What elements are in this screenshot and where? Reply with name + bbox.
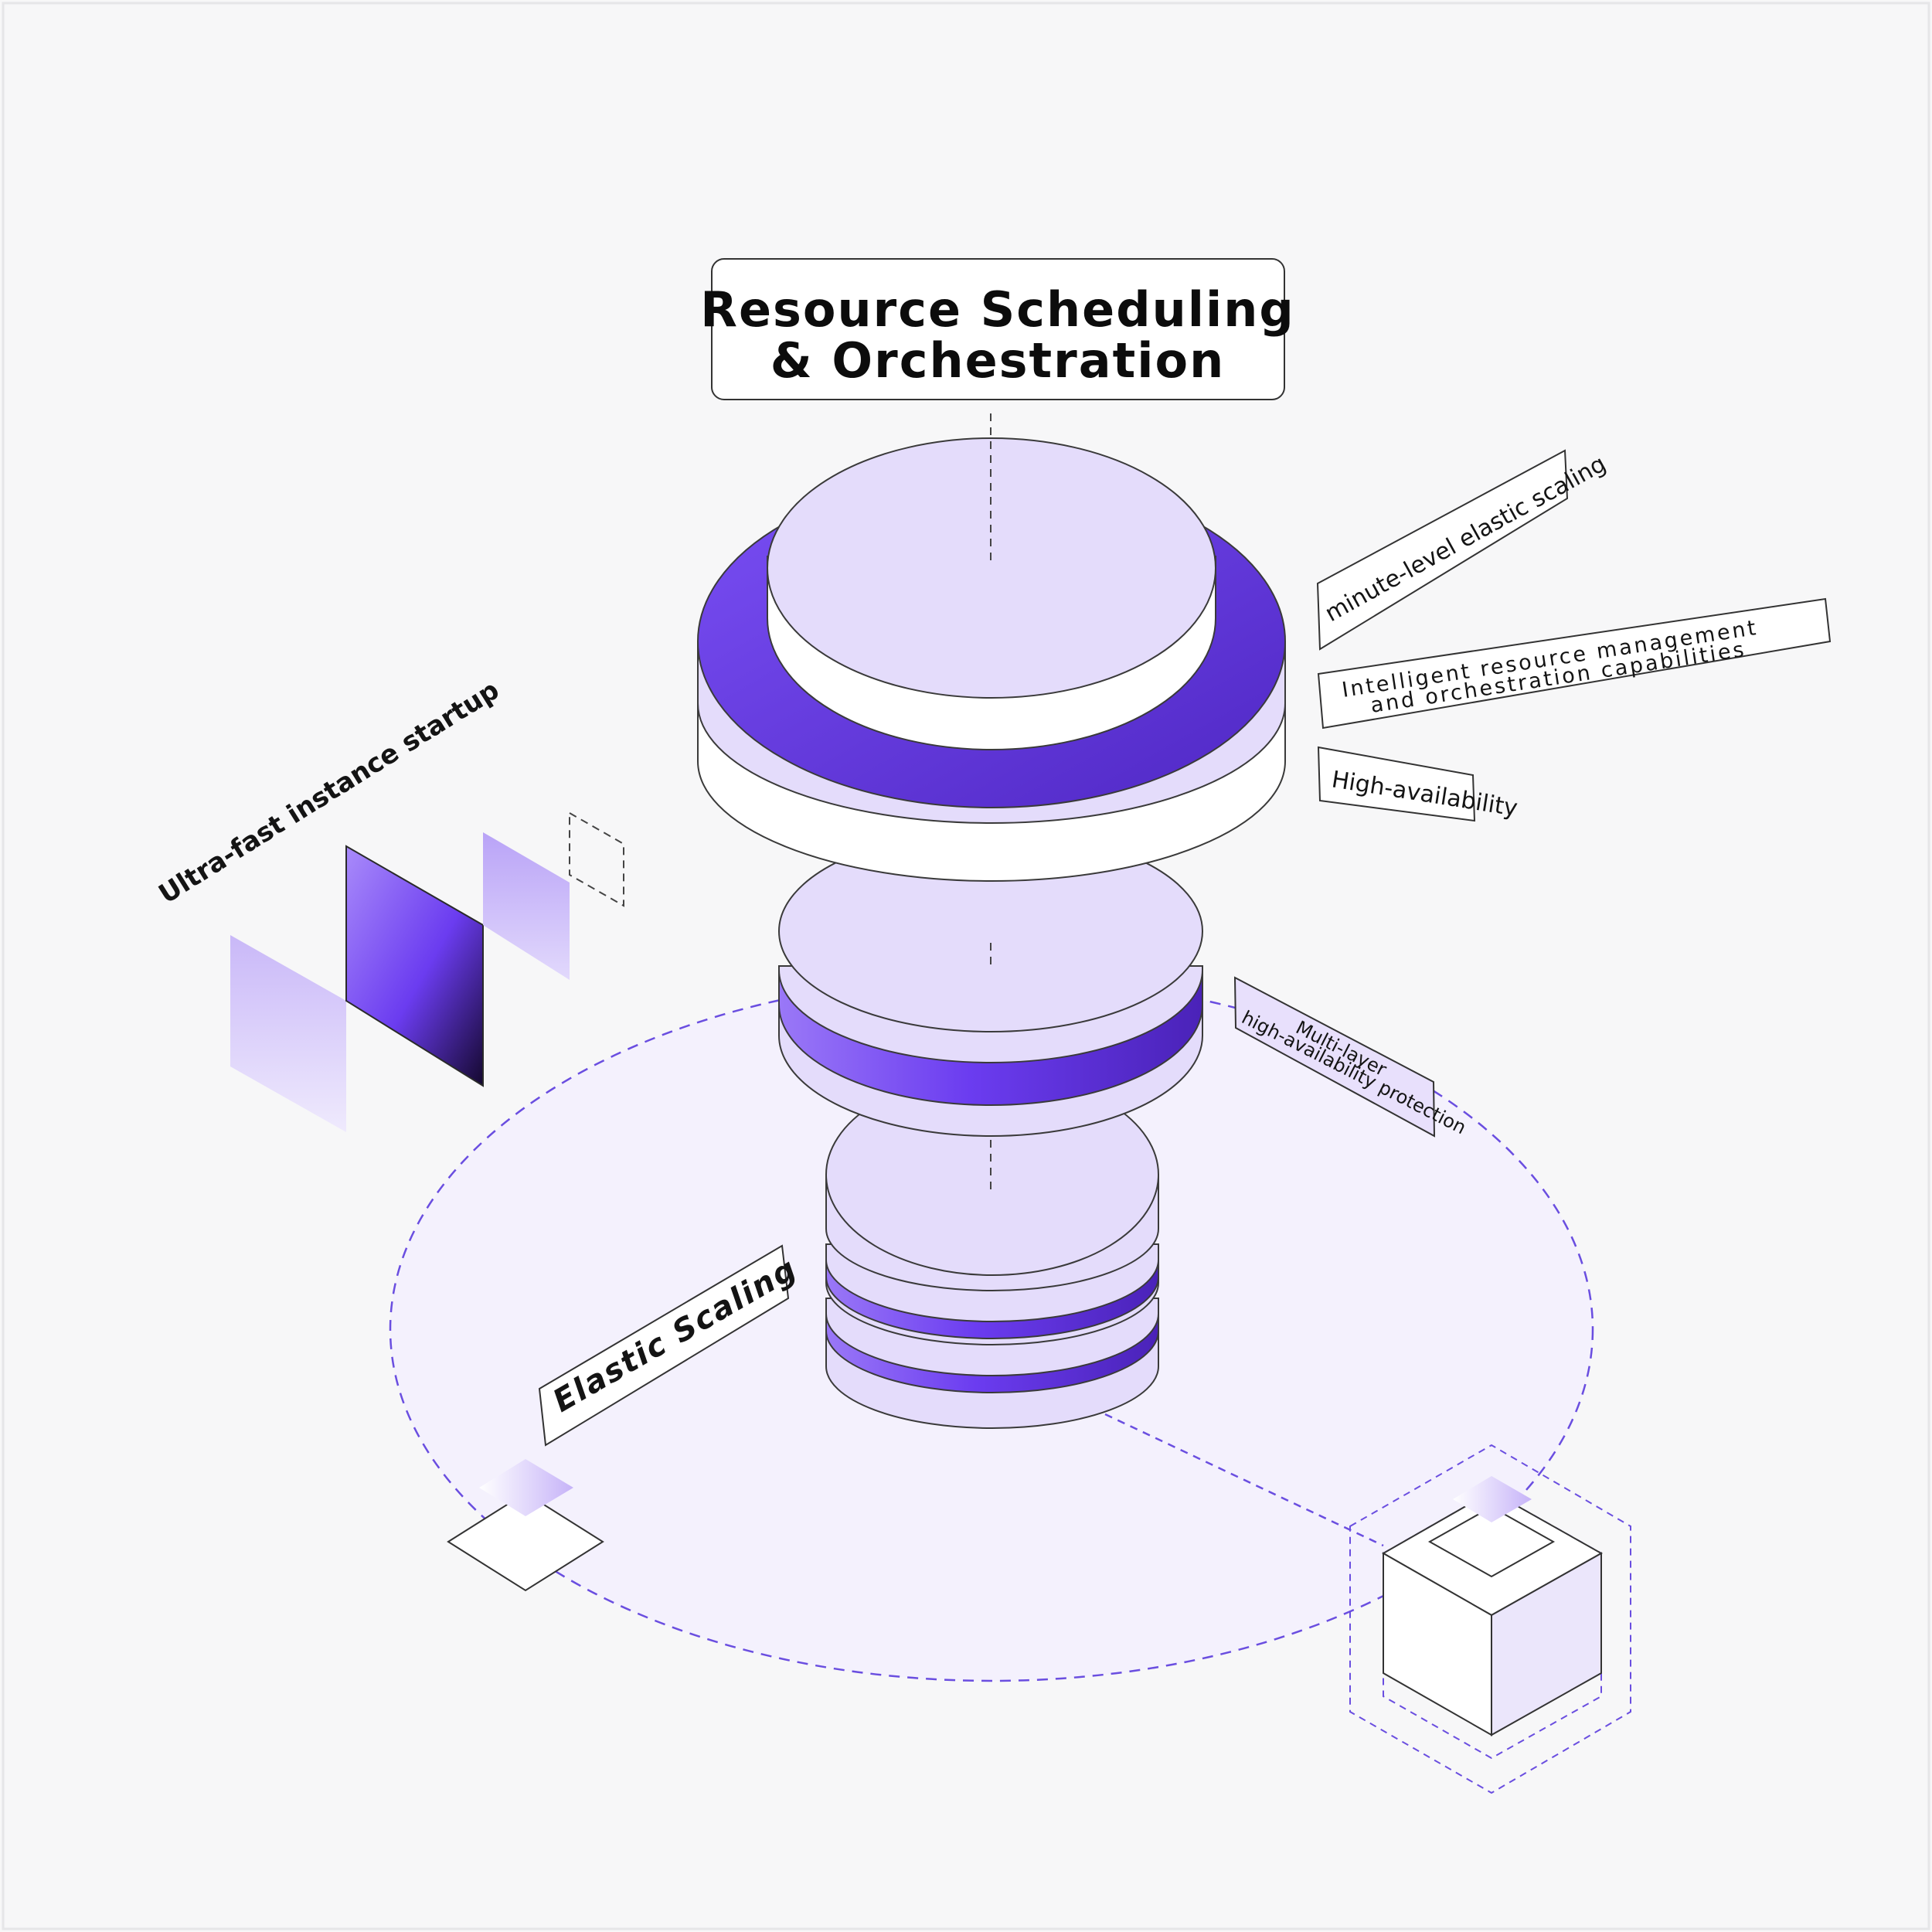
cube-glow — [1453, 1476, 1532, 1522]
ultra-fast-text: Ultra-fast instance startup — [154, 675, 505, 910]
label-high-availability: High-availability — [1317, 746, 1519, 822]
dark-tile — [345, 845, 484, 1087]
title-line-1: Resource Scheduling — [700, 281, 1295, 338]
cube-right-face — [1491, 1552, 1602, 1736]
label-minute-scaling: minute-level elastic scaling — [1316, 449, 1611, 651]
dashed-tile — [569, 811, 624, 907]
purple-band — [825, 1259, 1159, 1339]
middle-disk — [778, 830, 1203, 1137]
chip-glow — [479, 1459, 573, 1516]
connector-line — [1104, 1413, 1384, 1547]
bottom-cylinder-stack — [825, 1073, 1159, 1429]
title-line-2: & Orchestration — [770, 332, 1225, 389]
label-intelligent-management: Intelligent resource management and orch… — [1317, 597, 1832, 730]
small-chip-node — [447, 1459, 604, 1592]
pale-tile-left — [230, 935, 346, 1132]
purple-band — [825, 1313, 1159, 1393]
top-disk-face — [767, 437, 1216, 699]
cube-node — [1349, 1444, 1631, 1794]
purple-band — [778, 969, 1203, 1106]
title-box: Resource Scheduling & Orchestration — [700, 258, 1295, 400]
cube-top-slot — [1427, 1505, 1556, 1578]
pale-tile-right — [483, 832, 570, 980]
ultra-fast-startup-graphic: Ultra-fast instance startup — [154, 675, 624, 1132]
top-disk — [697, 413, 1286, 882]
minute-scaling-text: minute-level elastic scaling — [1321, 451, 1611, 628]
cube-dashed-outline — [1349, 1444, 1631, 1794]
